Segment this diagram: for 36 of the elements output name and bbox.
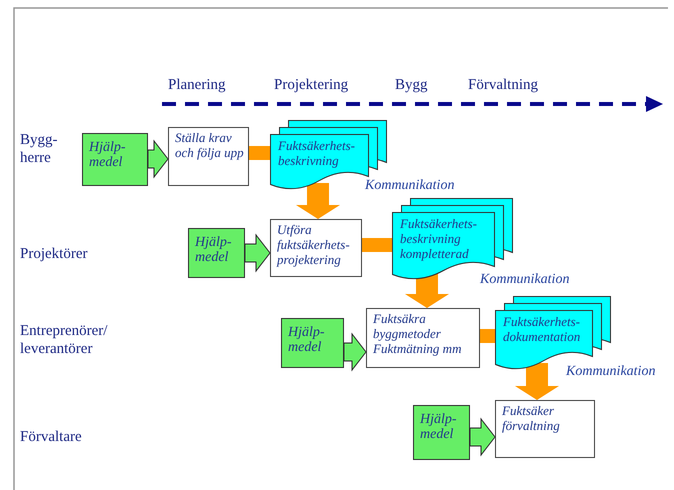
- tool-box: [188, 228, 245, 278]
- phase-label: Planering: [168, 76, 226, 94]
- phase-label: Projektering: [274, 76, 348, 94]
- connector-bar: [249, 146, 270, 160]
- role-label: Entreprenörer/ leverantörer: [20, 322, 108, 358]
- connector-bar: [362, 238, 392, 252]
- tool-box: [82, 133, 148, 186]
- node-text: Fuktsäkra byggmetoder Fuktmätning mm: [373, 311, 462, 356]
- tool-box: [281, 318, 344, 368]
- node-text: Hjälp- medel: [288, 325, 326, 355]
- node-text: Fuktsäkerhets- beskrivning: [278, 138, 356, 168]
- connector-bar: [480, 329, 495, 343]
- block-arrow: [148, 140, 169, 178]
- tool-box: [413, 405, 470, 460]
- phase-label: Bygg: [395, 76, 428, 94]
- node-text: Ställa krav och följa upp: [175, 130, 245, 160]
- node-text: Hjälp- medel: [89, 140, 127, 170]
- process-box: [495, 400, 595, 458]
- node-text: Utföra fuktsäkerhets- projektering: [277, 222, 351, 267]
- process-box: [366, 308, 480, 368]
- role-label: Förvaltare: [20, 428, 82, 446]
- block-arrow: [244, 234, 271, 272]
- phase-label: Förvaltning: [468, 76, 538, 94]
- process-box: [168, 127, 249, 186]
- node-text: Fuktsäker förvaltning: [502, 403, 561, 433]
- block-arrow: [296, 183, 340, 219]
- node-text: Hjälp- medel: [195, 235, 233, 265]
- role-label: Projektörer: [20, 245, 88, 263]
- block-arrow: [344, 332, 367, 372]
- node-text: Fuktsäkerhets- dokumentation: [503, 314, 582, 344]
- node-text: Hjälp- medel: [420, 412, 458, 442]
- process-box: [270, 219, 362, 277]
- node-text: Fuktsäkerhets- beskrivning kompletterad: [400, 216, 478, 261]
- block-arrow: [515, 363, 559, 400]
- block-arrow: [470, 418, 496, 456]
- role-label: Bygg- herre: [20, 131, 58, 167]
